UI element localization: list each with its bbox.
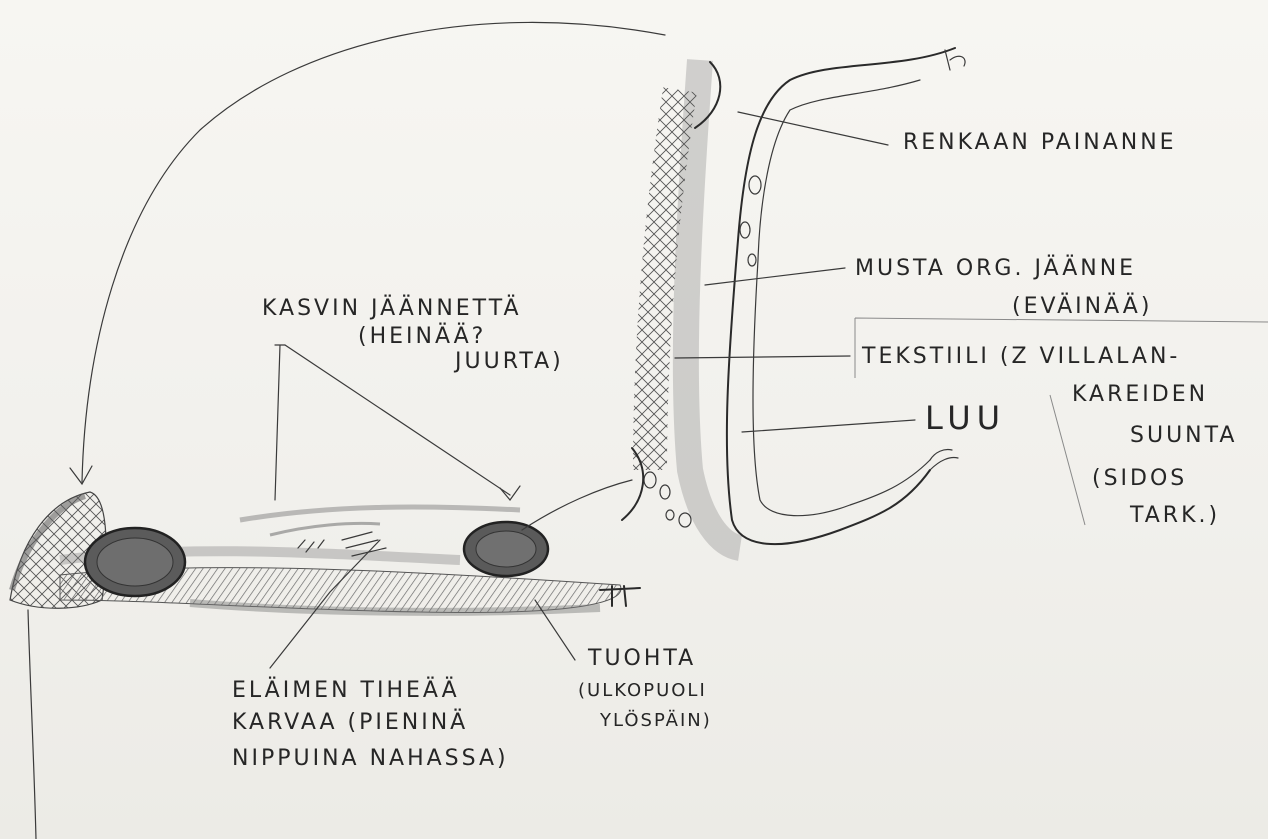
label-tuohta-2: (ULKOPUOLI	[578, 682, 707, 700]
label-tekstiili-5: TARK.)	[1130, 505, 1220, 527]
label-tuohta-3: YLÖSPÄIN)	[600, 712, 712, 730]
label-tekstiili-3: SUUNTA	[1130, 425, 1237, 447]
leader-tekstiili	[675, 356, 850, 358]
overview-arrow-head	[70, 466, 92, 484]
label-tekstiili-4: (SIDOS	[1092, 468, 1187, 490]
overview-arrow-curve	[82, 22, 665, 482]
leader-luu	[742, 420, 915, 432]
label-kasvin-2: (HEINÄÄ?	[358, 326, 486, 348]
label-luu: LUU	[925, 402, 1006, 434]
label-elaimen-2: KARVAA (PIENINÄ	[232, 712, 468, 734]
blob-to-bracket-line	[522, 480, 632, 530]
label-kasvin-1: KASVIN JÄÄNNETTÄ	[262, 298, 522, 320]
leader-musta	[705, 268, 845, 285]
leader-kasvin-v	[275, 345, 285, 500]
label-elaimen-3: NIPPUINA NAHASSA)	[232, 748, 509, 770]
label-kasvin-3: JUURTA)	[455, 351, 564, 373]
leader-renkaan	[738, 112, 888, 145]
label-musta-org-2: (EVÄINÄÄ)	[1012, 296, 1152, 318]
label-elaimen-1: ELÄIMEN TIHEÄÄ	[232, 680, 460, 702]
label-musta-org-1: MUSTA ORG. JÄÄNNE	[855, 258, 1136, 280]
label-tekstiili-1: TEKSTIILI (Z VILLALAN-	[862, 346, 1180, 368]
label-tuohta-1: TUOHTA	[588, 648, 696, 670]
mid-bracket	[622, 448, 643, 520]
label-tekstiili-2: KAREIDEN	[1072, 384, 1208, 406]
label-renkaan-painanne: RENKAAN PAINANNE	[903, 132, 1177, 154]
bone-section	[644, 48, 965, 548]
left-edge-line	[28, 610, 36, 839]
